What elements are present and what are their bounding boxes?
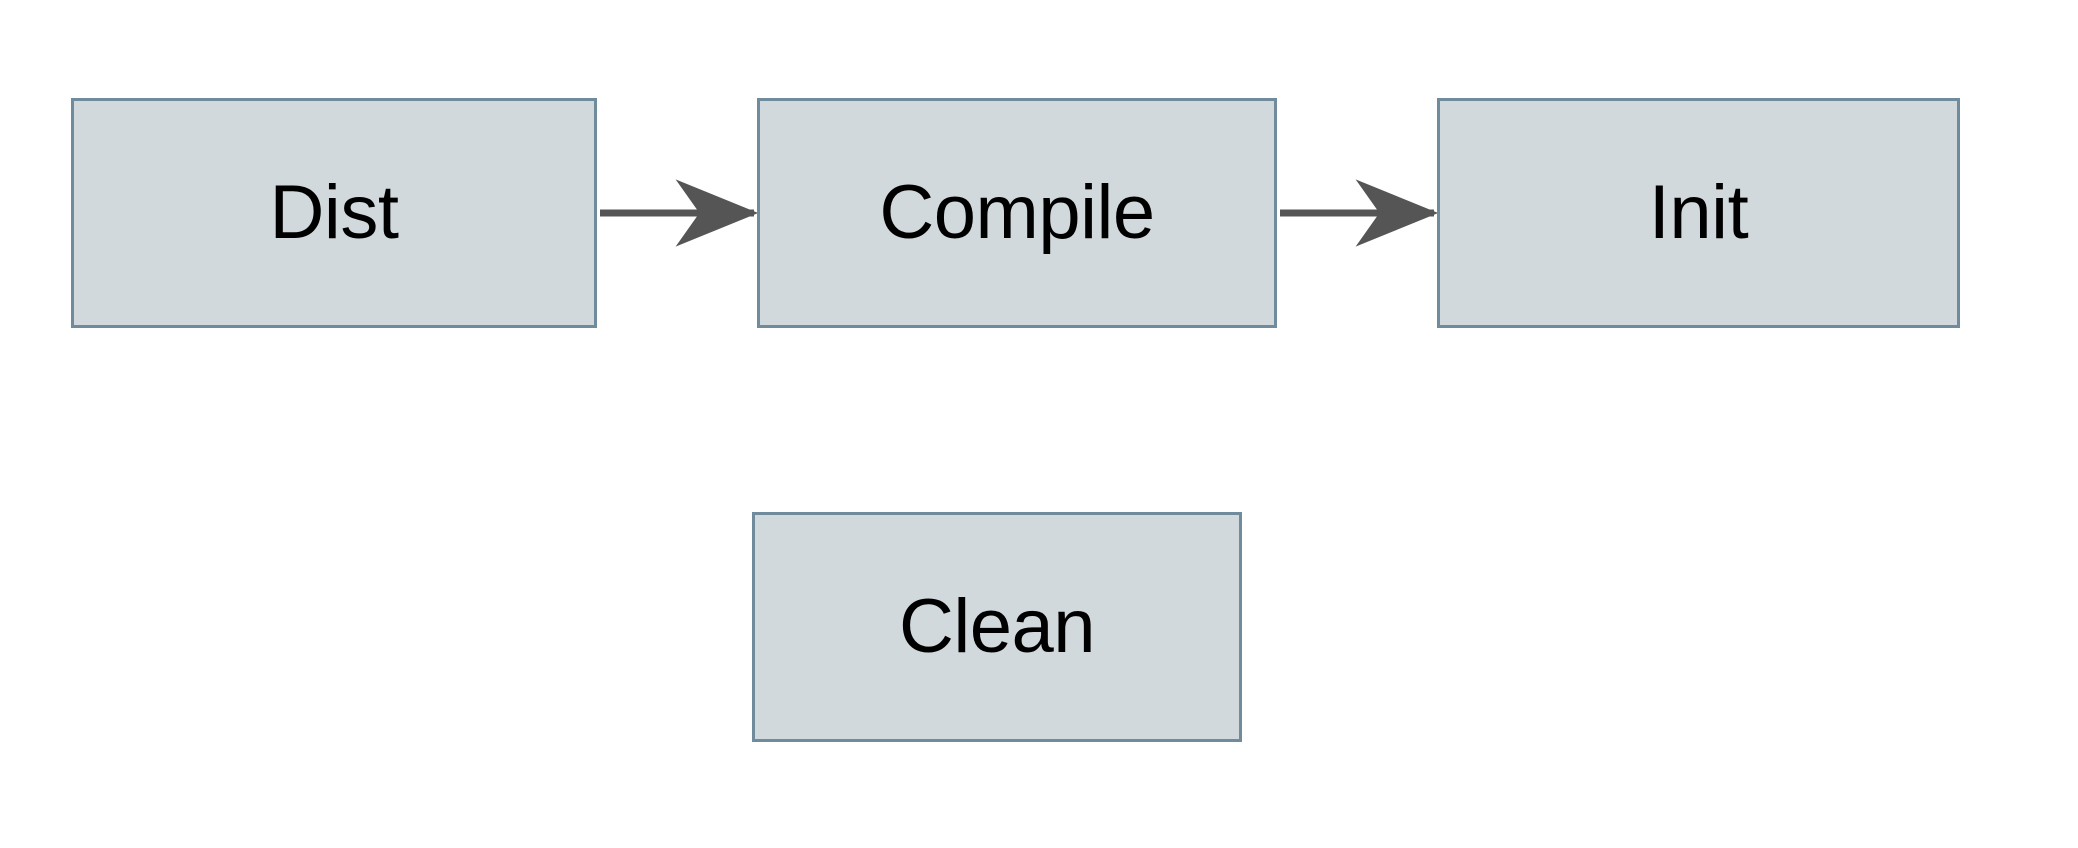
node-label-init: Init — [1648, 170, 1749, 255]
node-init[interactable]: Init — [1437, 98, 1960, 328]
node-clean[interactable]: Clean — [752, 512, 1242, 742]
node-label-compile: Compile — [879, 170, 1155, 255]
node-dist[interactable]: Dist — [71, 98, 597, 328]
node-label-dist: Dist — [269, 170, 399, 255]
node-compile[interactable]: Compile — [757, 98, 1277, 328]
node-label-clean: Clean — [898, 584, 1096, 669]
